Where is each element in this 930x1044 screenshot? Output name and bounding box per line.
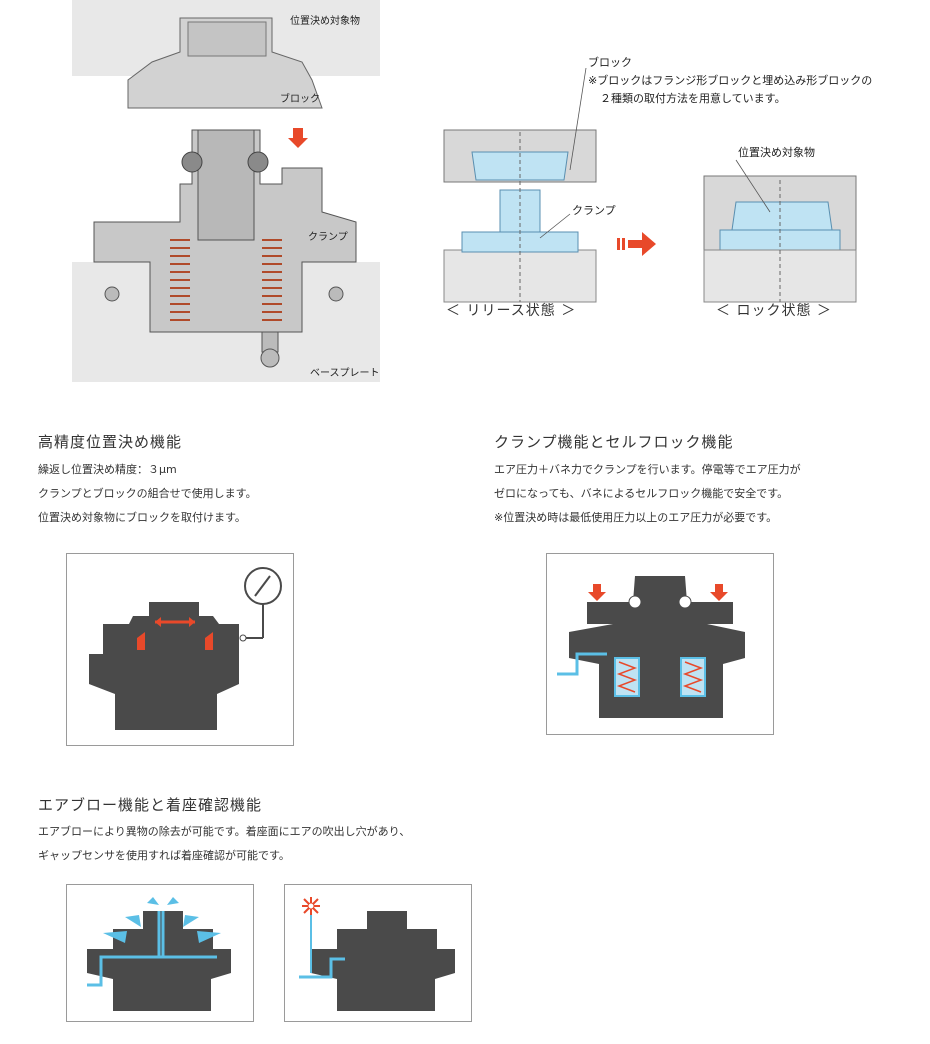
block-callout-label: ブロック — [588, 56, 632, 69]
block-note-line1: ※ブロックはフランジ形ブロックと埋め込み形ブロックの — [588, 74, 873, 87]
clamp-line: ゼロになっても、バネによるセルフロック機能で安全です。 — [494, 487, 789, 500]
airblow-line: ギャップセンサを使用すれば着座確認が可能です。 — [38, 849, 290, 862]
airblow-line: エアブローにより異物の除去が可能です。着座面にエアの吹出し穴があり、 — [38, 825, 411, 838]
clamp-description: エア圧力＋バネ力でクランプを行います。停電等でエア圧力が ゼロになっても、バネに… — [494, 458, 801, 530]
airblow-title: エアブロー機能と着座確認機能 — [38, 796, 263, 814]
precision-line: 繰返し位置決め精度：３μm — [38, 463, 177, 476]
block-note-line2: ２種類の取付方法を用意しています。 — [600, 92, 786, 105]
clamp-figure — [546, 553, 774, 735]
clamp-callout-label: クランプ — [572, 204, 616, 217]
lock-state-caption: ＜ ロック状態 ＞ — [716, 303, 832, 319]
clamp-line: ※位置決め時は最低使用圧力以上のエア圧力が必要です。 — [494, 511, 778, 524]
precision-figure — [66, 553, 294, 746]
clamp-line: エア圧力＋バネ力でクランプを行います。停電等でエア圧力が — [494, 463, 801, 476]
cross-section-illustration: 位置決め対象物 ブロック クランプ ベースプレート — [72, 0, 380, 382]
target-label: 位置決め対象物 — [290, 16, 360, 27]
clamp-title: クランプ機能とセルフロック機能 — [494, 433, 734, 451]
state-illustration: ブロック ※ブロックはフランジ形ブロックと埋め込み形ブロックの ２種類の取付方法… — [440, 40, 920, 330]
base-plate-label: ベースプレート — [310, 368, 380, 379]
precision-line: 位置決め対象物にブロックを取付けます。 — [38, 511, 246, 524]
precision-title: 高精度位置決め機能 — [38, 433, 183, 451]
airblow-figure — [66, 884, 254, 1022]
precision-description: 繰返し位置決め精度：３μm クランプとブロックの組合せで使用します。 位置決め対… — [38, 458, 257, 530]
airblow-description: エアブローにより異物の除去が可能です。着座面にエアの吹出し穴があり、 ギャップセ… — [38, 820, 410, 868]
release-state-caption: ＜ リリース状態 ＞ — [446, 303, 577, 319]
target-callout-label: 位置決め対象物 — [738, 146, 815, 159]
precision-line: クランプとブロックの組合せで使用します。 — [38, 487, 257, 500]
clamp-label: クランプ — [308, 232, 348, 243]
block-label: ブロック — [280, 94, 320, 105]
seating-figure — [284, 884, 472, 1022]
